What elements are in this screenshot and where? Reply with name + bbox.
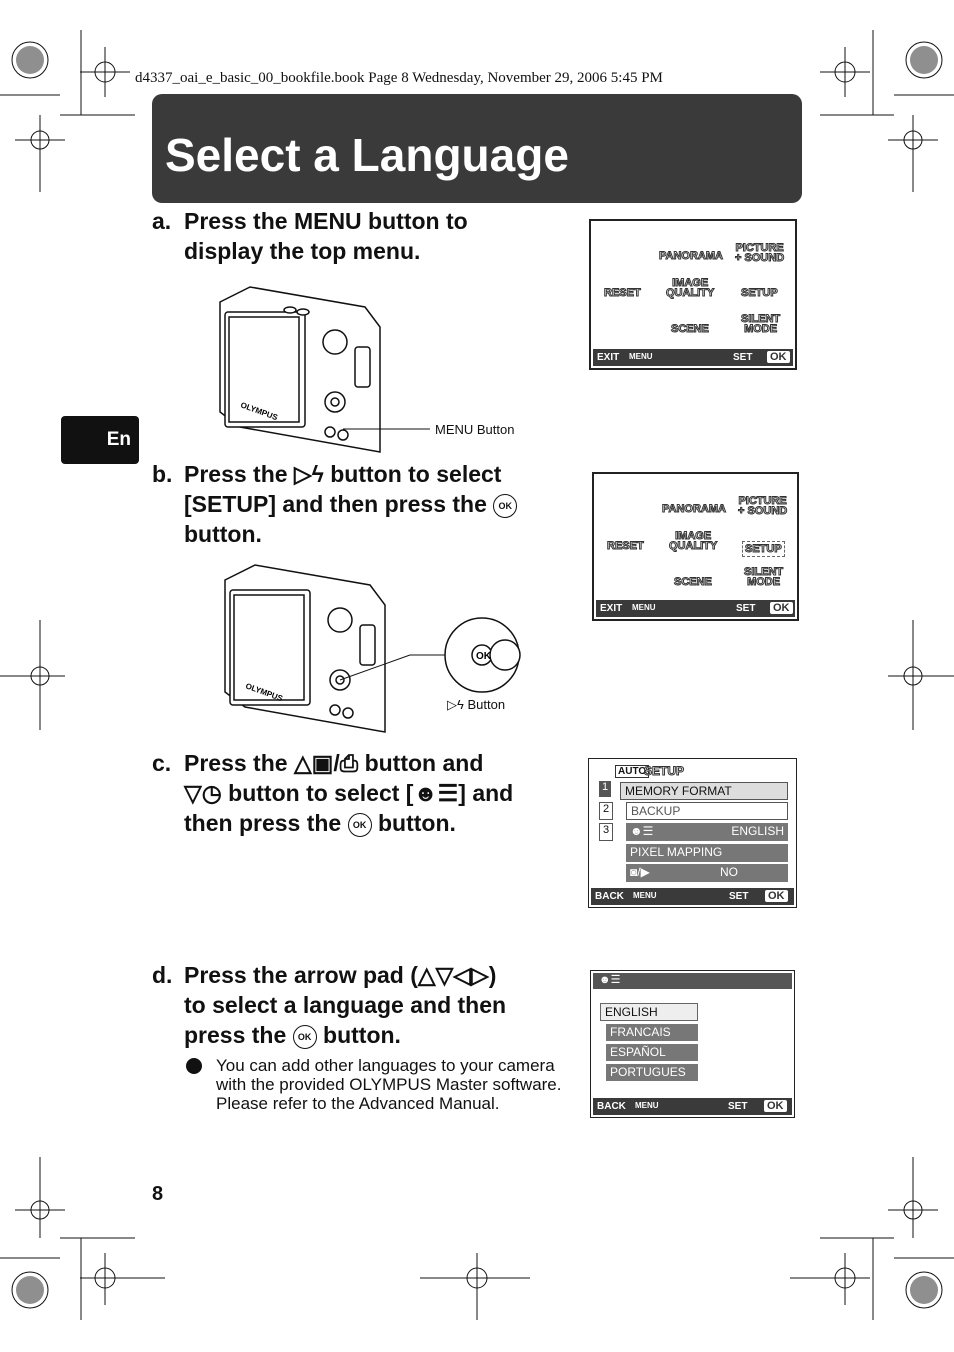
menu-scene-a: SCENE xyxy=(671,323,710,335)
note-bullet xyxy=(186,1058,202,1074)
self-timer-icon: ◷ xyxy=(201,780,222,806)
setup-tab-1: 1 xyxy=(599,781,611,797)
right-button-callout: ▷ϟ Button xyxy=(447,697,506,712)
menu-reset-a: RESET xyxy=(604,287,642,299)
step-a-letter: a. xyxy=(152,208,172,234)
language-option-francais: FRANCAIS xyxy=(606,1024,698,1041)
setup-title: SETUP xyxy=(643,764,685,779)
menu-panorama-b: PANORAMA xyxy=(662,503,727,515)
menu-setup-b-selected: SETUP xyxy=(742,541,785,557)
step-a-text: Press the MENU button to display the top… xyxy=(184,206,468,266)
step-d-letter: d. xyxy=(152,962,173,988)
step-a-line2: display the top menu. xyxy=(184,238,421,264)
menu-picture-sound-a: PICTURE+ SOUND xyxy=(734,242,785,264)
step-d-text: Press the arrow pad (△▽◁▷) to select a l… xyxy=(184,962,507,1049)
step-c-text: Press the △▣/⎙ button and ▽◷ button to s… xyxy=(184,750,514,837)
language-row-icon: ☻☰ xyxy=(630,824,654,838)
menu-button-callout: MENU Button xyxy=(435,422,515,437)
page-title: Select a Language xyxy=(165,129,569,181)
print-icon: ⎙ xyxy=(339,750,359,776)
camera-illustration-a: OLYMPUS xyxy=(219,286,430,453)
note-text: You can add other languages to your came… xyxy=(216,1056,562,1113)
language-option-portugues: PORTUGUES xyxy=(606,1064,698,1081)
setup-row-backup: BACKUP xyxy=(626,802,788,820)
exposure-icon: ▣ xyxy=(311,750,334,776)
setup-row-memory-format: MEMORY FORMAT xyxy=(620,782,788,800)
page-number: 8 xyxy=(152,1183,164,1205)
language-tab: En xyxy=(61,416,139,464)
menu-picture-sound-b: PICTURE+ SOUND xyxy=(737,495,788,517)
menu-reset-b: RESET xyxy=(607,540,645,552)
setup-row-language: ☻☰ENGLISH xyxy=(626,823,788,841)
step-b-text: Press the ▷ϟ button to select [SETUP] an… xyxy=(184,459,518,549)
setup-tab-3: 3 xyxy=(599,823,613,841)
menu-panorama-a: PANORAMA xyxy=(659,250,724,262)
setup-menu-screen: AUTO SETUP 1 2 3 MEMORY FORMAT BACKUP ☻☰… xyxy=(588,758,797,908)
arrow-pad-icons: △▽◁▷ xyxy=(417,962,489,988)
flash-icon: ϟ xyxy=(311,461,324,487)
language-menu-bar: BACK MENU SET OK xyxy=(593,1098,792,1115)
language-option-english: ENGLISH xyxy=(600,1003,698,1021)
right-arrow-icon: ▷ xyxy=(293,461,312,487)
down-arrow-icon: ▽ xyxy=(184,780,202,806)
camera-playback-icon: ◙/▶ xyxy=(630,865,650,879)
menu-setup-a: SETUP xyxy=(741,287,779,299)
setup-tab-2: 2 xyxy=(599,802,613,820)
setup-menu-bar: BACK MENU SET OK xyxy=(591,888,794,905)
menu-scene-b: SCENE xyxy=(674,576,713,588)
ok-button-icon-c: OK xyxy=(347,812,372,837)
language-menu-screen: ☻☰ ENGLISH FRANCAIS ESPAÑOL PORTUGUES BA… xyxy=(590,970,795,1118)
setup-row-pixel-mapping: PIXEL MAPPING xyxy=(626,844,788,862)
language-icon: ☻☰ xyxy=(413,780,459,806)
auto-mode-icon: AUTO xyxy=(615,765,650,778)
menu-bar-a: EXIT MENU SET OK xyxy=(593,349,793,366)
ok-button-icon: OK xyxy=(493,493,518,518)
setup-row-camera-playback: ◙/▶NO xyxy=(626,864,788,882)
step-b-letter: b. xyxy=(152,461,173,487)
step-c-letter: c. xyxy=(152,750,172,776)
language-option-espanol: ESPAÑOL xyxy=(606,1044,698,1061)
language-menu-header-icon: ☻☰ xyxy=(593,973,792,989)
camera-illustration-b: OK OLYMPUS xyxy=(224,564,521,733)
dpad-ok-label: OK xyxy=(476,651,492,662)
step-a-line1: Press the MENU button to xyxy=(184,208,468,234)
file-info-header: d4337_oai_e_basic_00_bookfile.book Page … xyxy=(135,70,663,86)
ok-button-icon-d: OK xyxy=(292,1024,317,1049)
title-bar xyxy=(152,94,802,203)
up-arrow-icon: △ xyxy=(293,750,312,776)
menu-bar-b: EXIT MENU SET OK xyxy=(596,600,795,617)
